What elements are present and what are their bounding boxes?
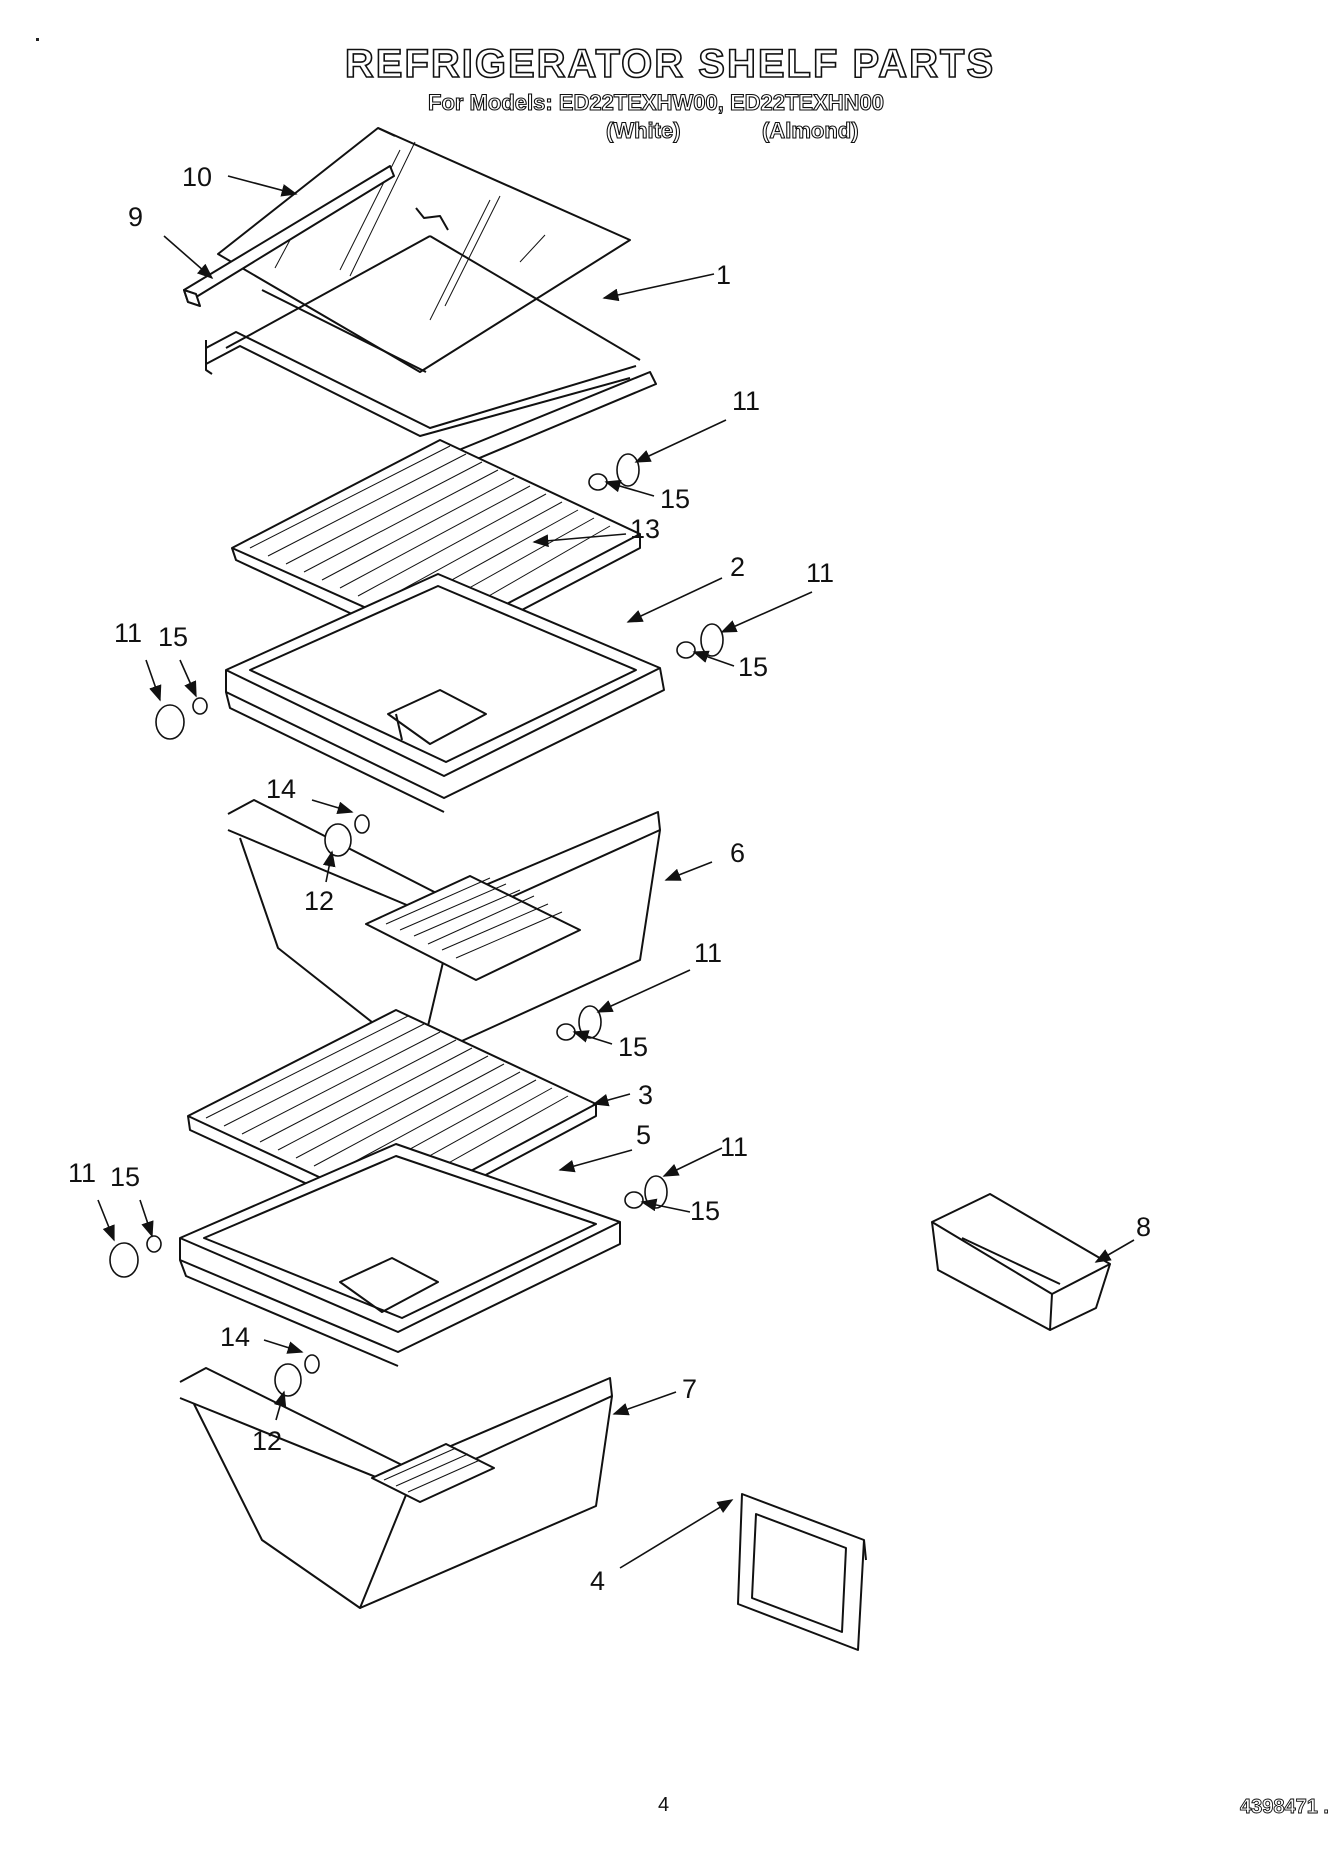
callout-label: 11 xyxy=(68,1158,96,1188)
callout-label: 12 xyxy=(252,1426,282,1456)
crisper-drawer-lower-part xyxy=(179,1367,613,1609)
callout-label: 7 xyxy=(682,1374,697,1404)
callout-label: 4 xyxy=(590,1566,605,1596)
callout-label: 2 xyxy=(730,552,745,582)
roller-parts xyxy=(109,453,724,1397)
callout-label: 12 xyxy=(304,886,334,916)
crisper-frame-upper-part xyxy=(225,573,665,813)
callout-label: 15 xyxy=(660,484,690,514)
callout-label: 15 xyxy=(690,1196,720,1226)
crisper-drawer-upper-part xyxy=(227,799,661,1061)
callout-label: 8 xyxy=(1136,1212,1151,1242)
page-title: REFRIGERATOR SHELF PARTS xyxy=(344,41,996,87)
glass-shelf-part xyxy=(217,127,631,373)
leader-lines xyxy=(97,175,1135,1569)
callout-label: 11 xyxy=(114,618,142,648)
front-trim-part xyxy=(183,165,395,307)
callout-label: 11 xyxy=(806,558,834,588)
color-white-label: (White) xyxy=(605,117,681,143)
bin-part xyxy=(931,1193,1111,1331)
callout-label: 1 xyxy=(716,260,731,290)
bracket-part xyxy=(737,1493,867,1651)
stray-dot xyxy=(36,38,39,41)
callout-label: 11 xyxy=(694,938,722,968)
callout-label: 5 xyxy=(636,1120,651,1150)
callout-label: 14 xyxy=(266,774,296,804)
callout-label: 15 xyxy=(738,652,768,682)
callout-label: 15 xyxy=(618,1032,648,1062)
callout-label: 6 xyxy=(730,838,745,868)
callout-label: 10 xyxy=(182,162,212,192)
crisper-frame-lower-part xyxy=(179,1143,621,1367)
document-number: 4398471 . xyxy=(1240,1796,1330,1819)
crisper-cover-lower-part xyxy=(187,1009,597,1225)
callout-label: 15 xyxy=(158,622,188,652)
callout-label: 11 xyxy=(720,1132,748,1162)
callout-label: 14 xyxy=(220,1322,250,1352)
color-almond-label: (Almond) xyxy=(761,117,859,143)
models-line: For Models: ED22TEXHW00, ED22TEXHN00 xyxy=(427,89,885,115)
callout-label: 9 xyxy=(128,202,143,232)
callout-label: 3 xyxy=(638,1080,653,1110)
callout-labels: 10 9 1 11 15 13 2 11 15 11 15 14 12 6 11… xyxy=(68,162,1151,1596)
callout-label: 11 xyxy=(732,386,760,416)
callout-label: 15 xyxy=(110,1162,140,1192)
callout-label: 13 xyxy=(630,514,660,544)
page-number: 4 xyxy=(658,1794,670,1816)
